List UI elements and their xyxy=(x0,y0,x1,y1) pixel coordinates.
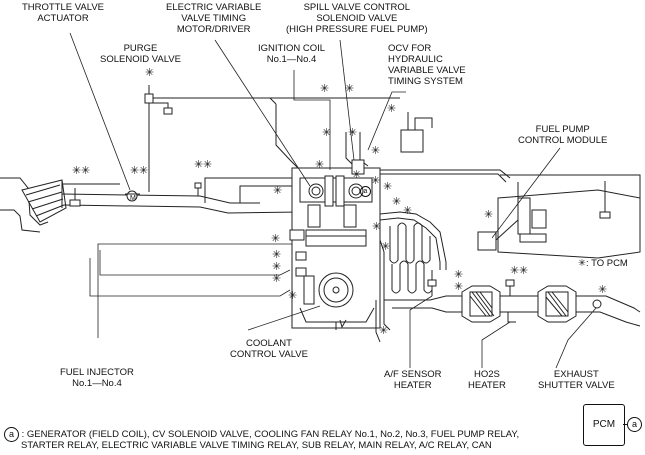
pcm-marker: ✳ xyxy=(379,325,389,337)
pcm-marker: ✳ xyxy=(130,165,140,177)
fuel-tank xyxy=(477,181,641,259)
pcm-connector-line xyxy=(623,424,627,425)
pcm-marker: ✳ xyxy=(371,175,381,187)
pcm-marker: ✳ xyxy=(139,165,149,177)
pcm-marker: ✳ xyxy=(322,127,332,139)
label-to-pcm: ✳: TO PCM xyxy=(578,258,628,269)
pcm-marker: ✳ xyxy=(272,273,282,285)
a-marker: a xyxy=(360,186,371,197)
footnote-line-1: : GENERATOR (FIELD COIL), CV SOLENOID VA… xyxy=(21,429,520,440)
pcm-marker: ✳ xyxy=(272,261,282,273)
coolant-hoses xyxy=(345,132,391,343)
pcm-marker: ✳ xyxy=(345,83,355,95)
pcm-marker: ✳ xyxy=(403,205,413,217)
label-electric-vvt-motor: ELECTRIC VARIABLE VALVE TIMING MOTOR/DRI… xyxy=(166,2,262,35)
exhaust-pipe xyxy=(384,279,641,327)
label-spill-valve: SPILL VALVE CONTROL SOLENOID VALVE (HIGH… xyxy=(286,2,428,35)
label-ho2s-heater: HO2S HEATER xyxy=(468,369,506,391)
pcm-marker: ✳ xyxy=(348,127,358,139)
pcm-marker: ✳ xyxy=(454,281,464,293)
label-throttle-valve-actuator: THROTTLE VALVE ACTUATOR xyxy=(22,2,104,24)
pcm-marker: ✳ xyxy=(271,233,281,245)
pcm-marker: ✳ xyxy=(273,185,283,197)
pcm-marker: ✳ xyxy=(72,165,82,177)
pcm-marker: ✳ xyxy=(484,209,494,221)
footnote: a : GENERATOR (FIELD COIL), CV SOLENOID … xyxy=(4,427,519,442)
label-ocv: OCV FOR HYDRAULIC VARIABLE VALVE TIMING … xyxy=(388,43,466,87)
overhead-pipes xyxy=(204,97,641,203)
label-af-sensor-heater: A/F SENSOR HEATER xyxy=(384,369,442,391)
pcm-marker: ✳ xyxy=(288,290,298,302)
pcm-marker: ✳ xyxy=(145,67,155,79)
pcm-marker: ✳ xyxy=(383,181,393,193)
pcm-marker: ✳ xyxy=(372,221,382,233)
label-fuel-pump-control-module: FUEL PUMP CONTROL MODULE xyxy=(518,124,608,146)
pcm-marker: ✳ xyxy=(381,241,391,253)
pcm-marker: ✳ xyxy=(81,165,91,177)
pcm-marker: ✳ xyxy=(315,159,325,171)
pcm-marker: ✳ xyxy=(598,284,608,296)
pcm-marker: ✳ xyxy=(392,196,402,208)
pcm-marker: ✳ xyxy=(371,145,381,157)
footnote-line-2: STARTER RELAY, ELECTRIC VARIABLE VALVE T… xyxy=(21,440,492,451)
footnote-marker: a xyxy=(4,427,19,442)
throttle-valve xyxy=(69,188,140,207)
pcm-marker: ✳ xyxy=(272,249,282,261)
label-exhaust-shutter-valve: EXHAUST SHUTTER VALVE xyxy=(538,369,615,391)
pcm-marker: ✳ xyxy=(454,269,464,281)
intake-duct xyxy=(0,177,301,233)
exhaust-heat-exchanger xyxy=(379,211,447,294)
label-coolant-control-valve: COOLANT CONTROL VALVE xyxy=(230,338,308,360)
pcm-marker: ✳ xyxy=(519,265,529,277)
label-ignition-coil: IGNITION COIL No.1—No.4 xyxy=(258,43,326,65)
pcm-marker: ✳ xyxy=(320,83,330,95)
pcm-marker: ✳ xyxy=(203,159,213,171)
pcm-marker: ✳ xyxy=(510,265,520,277)
label-fuel-injector: FUEL INJECTOR No.1—No.4 xyxy=(60,367,134,389)
pcm-a-marker: a xyxy=(627,417,642,432)
pcm-marker: ✳ xyxy=(387,103,397,115)
leader-lines xyxy=(69,32,597,369)
label-purge-solenoid: PURGE SOLENOID VALVE xyxy=(100,43,181,65)
pcm-box: PCM xyxy=(583,404,625,446)
pcm-marker: ✳ xyxy=(352,169,362,181)
purge-solenoid-valve xyxy=(144,85,277,196)
motor-symbol: M xyxy=(130,195,136,202)
pcm-marker: ✳ xyxy=(194,159,204,171)
